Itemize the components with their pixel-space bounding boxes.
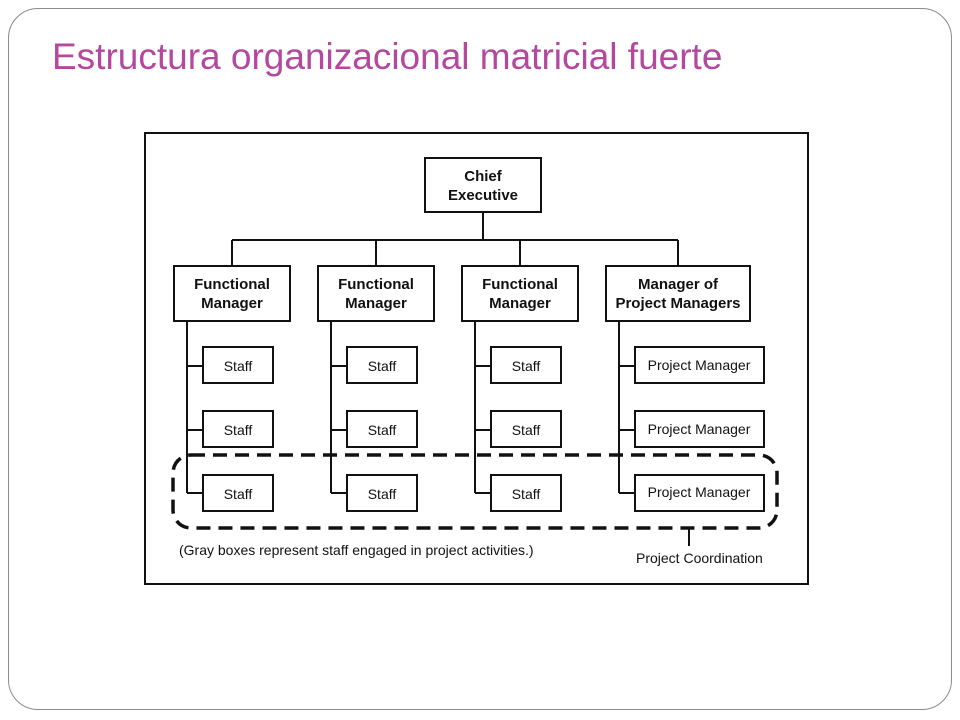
manager-3-line1: Functional [482, 276, 558, 293]
staff-box-c1-r1 [202, 346, 274, 384]
project-manager-box-r2 [634, 410, 765, 448]
functional-manager-1: Functional Manager [173, 265, 291, 322]
staff-label-c3-r1: Staff [512, 358, 541, 374]
staff-label-c1-r2: Staff [224, 422, 253, 438]
staff-label-c3-r2: Staff [512, 422, 541, 438]
staff-box-c2-r3 [346, 474, 418, 512]
staff-label-c2-r3: Staff [368, 486, 397, 502]
legend-note: (Gray boxes represent staff engaged in p… [179, 542, 534, 558]
manager-1-line1: Functional [194, 276, 270, 293]
chief-line1: Chief [464, 168, 503, 185]
project-manager-label-r1: Project Manager [648, 357, 751, 373]
slide-frame [8, 8, 952, 710]
chief-executive-node: Chief Executive [424, 157, 542, 213]
staff-label-c2-r2: Staff [368, 422, 397, 438]
project-manager-box-r3 [634, 474, 765, 512]
manager-2-line2: Manager [345, 295, 407, 312]
project-manager-label-r3: Project Manager [648, 484, 751, 500]
functional-manager-2: Functional Manager [317, 265, 435, 322]
manager-3-line2: Manager [489, 295, 551, 312]
staff-label-c1-r1: Staff [224, 358, 253, 374]
staff-box-c1-r3 [202, 474, 274, 512]
manager-1-line2: Manager [201, 295, 263, 312]
staff-label-c1-r3: Staff [224, 486, 253, 502]
project-manager-box-r1 [634, 346, 765, 384]
project-coordination-label: Project Coordination [636, 550, 763, 566]
connector-lines [186, 212, 679, 494]
staff-label-c2-r1: Staff [368, 358, 397, 374]
staff-box-c3-r1 [490, 346, 562, 384]
slide-title: Estructura organizacional matricial fuer… [52, 36, 723, 77]
functional-manager-3: Functional Manager [461, 265, 579, 322]
staff-box-c2-r1 [346, 346, 418, 384]
staff-box-c3-r3 [490, 474, 562, 512]
manager-of-project-managers: Manager of Project Managers [605, 265, 751, 322]
manager-2-line1: Functional [338, 276, 414, 293]
staff-label-c3-r3: Staff [512, 486, 541, 502]
manager-4-line1: Manager of [638, 276, 719, 293]
chief-line2: Executive [448, 187, 518, 204]
project-manager-label-r2: Project Manager [648, 421, 751, 437]
staff-box-c3-r2 [490, 410, 562, 448]
manager-4-line2: Project Managers [615, 295, 740, 312]
staff-box-c1-r2 [202, 410, 274, 448]
staff-box-c2-r2 [346, 410, 418, 448]
